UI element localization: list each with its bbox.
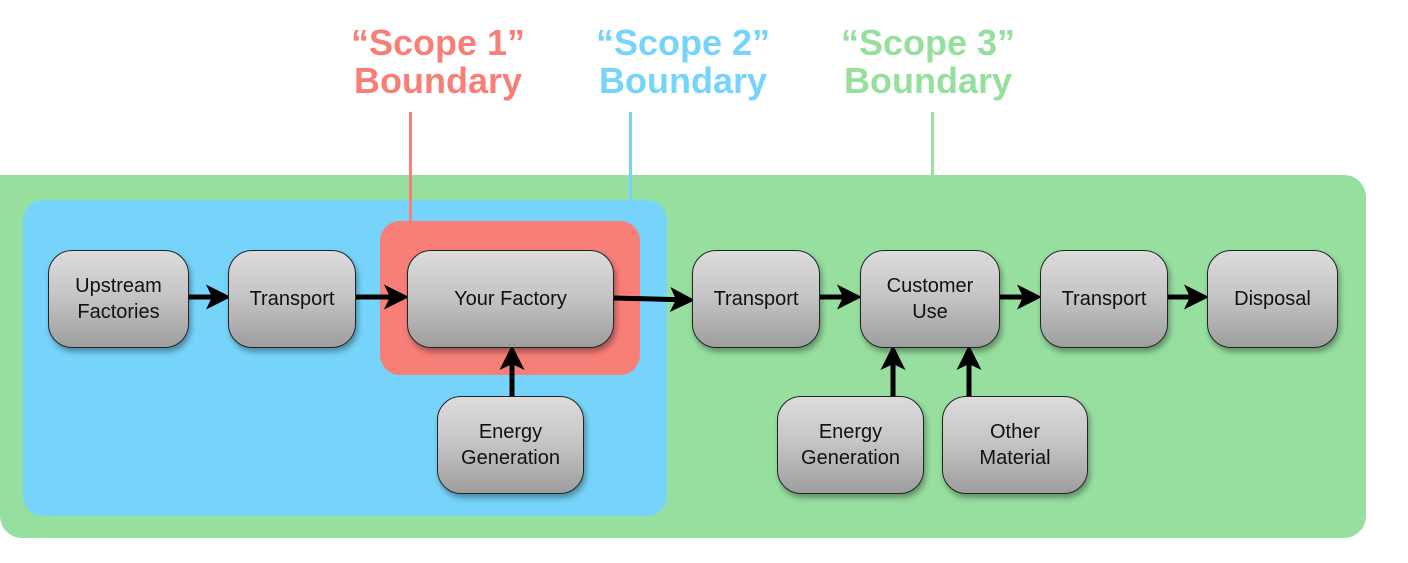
node-upstream-factories: Upstream Factories — [48, 250, 189, 348]
node-your-factory: Your Factory — [407, 250, 614, 348]
node-transport-upstream: Transport — [228, 250, 356, 348]
scope1-label-line2: Boundary — [353, 60, 522, 101]
scope3-label-line1: “Scope 3” — [840, 22, 1016, 63]
scope1-label-line1: “Scope 1” — [350, 22, 526, 63]
scope2-label-line2: Boundary — [598, 60, 767, 101]
scope1-boundary-label: “Scope 1” Boundary — [318, 24, 558, 100]
node-transport-downstream: Transport — [692, 250, 820, 348]
scope2-boundary-label: “Scope 2” Boundary — [563, 24, 803, 100]
scope1-connector-line — [409, 112, 412, 222]
node-other-material: Other Material — [942, 396, 1088, 494]
arrow-factory-to-transport — [613, 286, 695, 312]
node-energy-generation-customer: Energy Generation — [777, 396, 924, 494]
node-disposal: Disposal — [1207, 250, 1338, 348]
scope3-connector-line — [931, 112, 934, 176]
node-energy-generation-factory: Energy Generation — [437, 396, 584, 494]
scope2-label-line1: “Scope 2” — [595, 22, 771, 63]
node-transport-disposal: Transport — [1040, 250, 1168, 348]
node-customer-use: Customer Use — [860, 250, 1000, 348]
scope3-boundary-label: “Scope 3” Boundary — [808, 24, 1048, 100]
scope3-label-line2: Boundary — [843, 60, 1012, 101]
scope2-connector-line — [629, 112, 632, 202]
